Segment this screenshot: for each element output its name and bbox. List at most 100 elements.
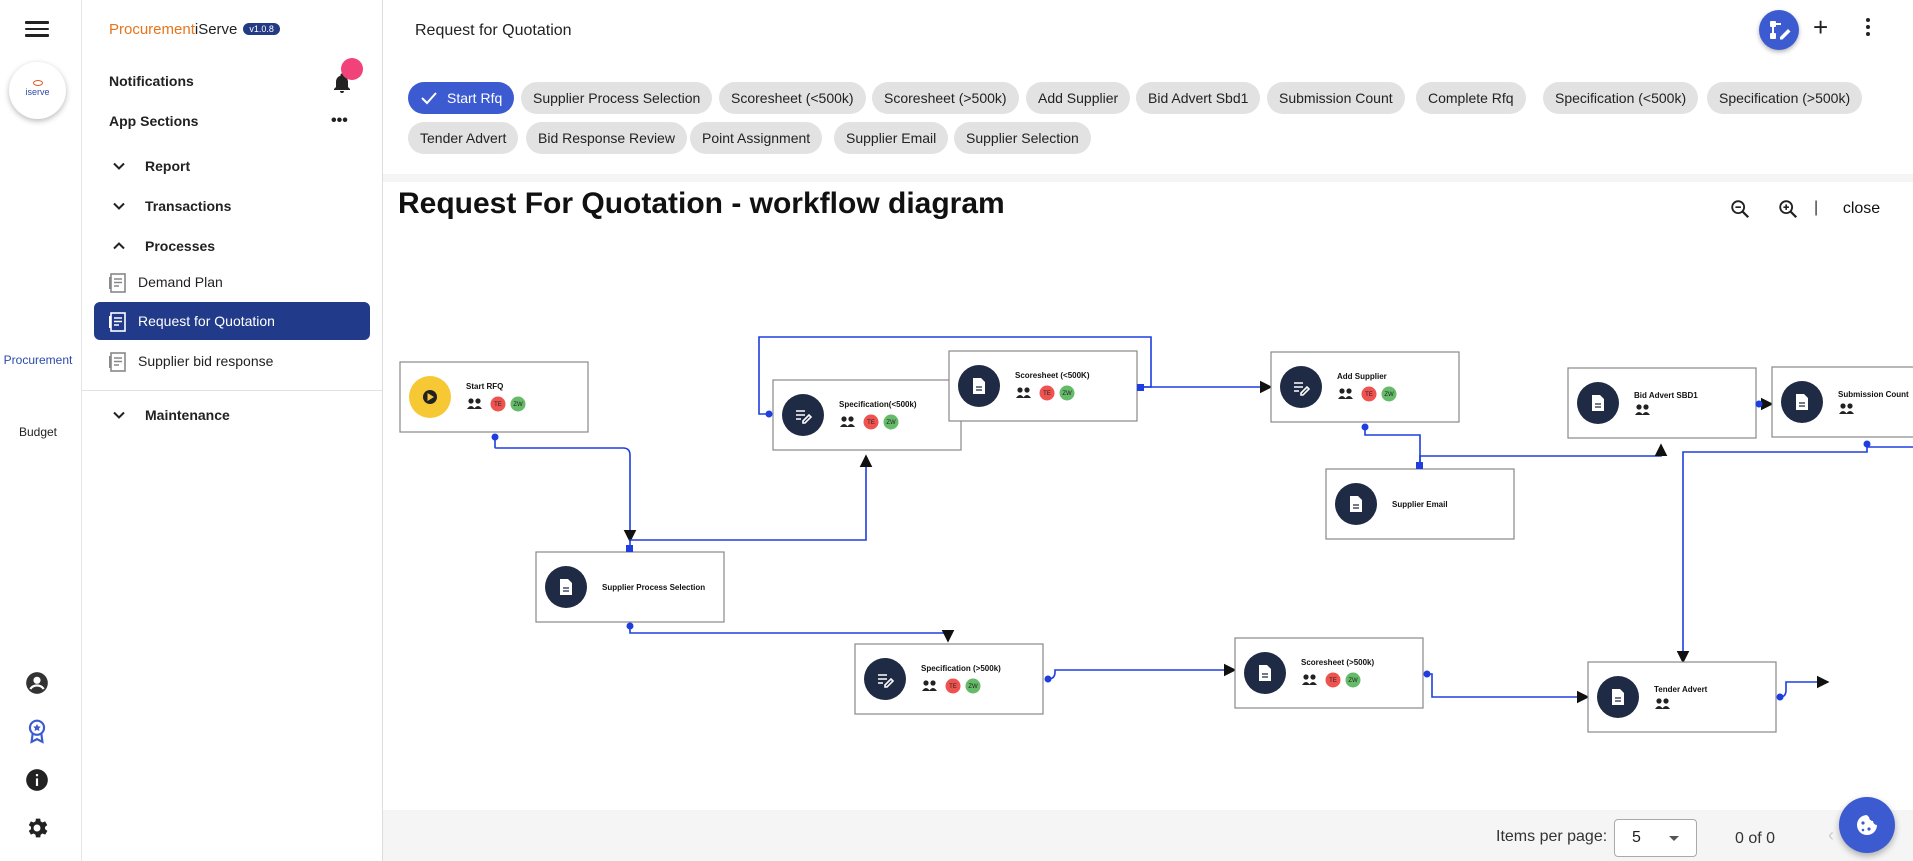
edge-scoresheet-gt-to-tender-advert (1427, 673, 1590, 704)
menu-icon[interactable] (22, 17, 52, 43)
edge-supplier-process-to-spec-lt (629, 454, 873, 548)
award-icon[interactable] (24, 718, 50, 744)
assignee-avatar (883, 414, 899, 430)
page-range-label: 0 of 0 (1735, 830, 1776, 847)
chip-supplier-email[interactable]: Supplier Email (834, 122, 949, 154)
workflow-node[interactable]: Supplier Email (1325, 468, 1515, 540)
edit-list-icon (796, 410, 813, 424)
workflow-node[interactable]: Submission Count (1771, 366, 1913, 438)
zoom-in-icon[interactable] (1777, 198, 1799, 220)
rail-link-procurement[interactable]: Procurement (3, 353, 73, 367)
node-label: Specification(<500k) (839, 400, 917, 409)
assignee-initials: TE (494, 402, 502, 408)
document-icon (1796, 394, 1808, 410)
app-logo[interactable]: iserve (9, 62, 66, 119)
port (1137, 384, 1144, 391)
chevron-up-icon (113, 242, 125, 250)
zoom-out-icon[interactable] (1729, 198, 1751, 220)
assignee-initials: TE (949, 684, 957, 690)
chip-submission-count[interactable]: Submission Count (1267, 82, 1405, 114)
node-label: Bid Advert SBD1 (1634, 391, 1698, 400)
brand-part-iserve: iServe (194, 21, 238, 38)
edge-spec-gt-to-scoresheet-gt (1047, 663, 1237, 680)
section-report[interactable]: Report (82, 151, 382, 181)
people-icon (1635, 404, 1650, 415)
rail-link-budget[interactable]: Budget (18, 425, 58, 439)
more-vert-icon[interactable] (1865, 18, 1871, 38)
port (765, 410, 773, 418)
settings-gear-icon[interactable] (24, 815, 50, 841)
section-label: Report (145, 158, 191, 174)
check-icon (421, 92, 437, 105)
chip-complete-rfq[interactable]: Complete Rfq (1416, 82, 1526, 114)
items-per-page-label: Items per page: (1496, 828, 1608, 845)
nav-item-supplier-bid-response[interactable]: Supplier bid response (94, 342, 370, 380)
chip-scoresheet-lt-500k[interactable]: Scoresheet (<500k) (719, 82, 866, 114)
edge-submission-count-out (1866, 444, 1913, 448)
info-icon[interactable] (24, 767, 50, 793)
port (626, 622, 634, 630)
section-transactions[interactable]: Transactions (82, 191, 382, 221)
toolbar-separator: | (1814, 199, 1819, 216)
chip-bid-advert-sbd1[interactable]: Bid Advert Sbd1 (1136, 82, 1261, 114)
assignee-avatar (945, 678, 961, 694)
chip-start-rfq[interactable]: Start Rfq (408, 82, 515, 114)
sidebar-divider (82, 390, 382, 391)
nav-item-demand-plan[interactable]: Demand Plan (94, 263, 370, 301)
chip-label: Start Rfq (447, 90, 503, 106)
chip-add-supplier[interactable]: Add Supplier (1026, 82, 1131, 114)
edge-submission-count-to-tender-advert (1676, 444, 1868, 664)
workflow-node[interactable]: Supplier Process Selection (535, 551, 725, 623)
nav-item-request-for-quotation[interactable]: Request for Quotation (94, 302, 370, 340)
workflow-node[interactable]: Tender Advert (1587, 661, 1777, 733)
chip-supplier-process-selection[interactable]: Supplier Process Selection (521, 82, 713, 114)
notifications-label[interactable]: Notifications (109, 73, 194, 89)
section-label: Maintenance (145, 407, 230, 423)
assignee-initials: TE (1043, 391, 1051, 397)
chip-scoresheet-gt-500k[interactable]: Scoresheet (>500k) (872, 82, 1019, 114)
chip-specification-lt-500k[interactable]: Specification (<500k) (1543, 82, 1699, 114)
account-circle-icon[interactable] (24, 670, 50, 696)
cookie-settings-button[interactable] (1839, 797, 1895, 853)
section-processes[interactable]: Processes (82, 231, 382, 261)
app-rail: iserve Procurement Budget (0, 0, 82, 861)
node-label: Supplier Process Selection (602, 583, 705, 592)
people-icon (1655, 698, 1670, 709)
workflow-node[interactable]: Bid Advert SBD1 (1567, 367, 1757, 439)
chevron-down-icon (113, 162, 125, 170)
chip-bid-response-review[interactable]: Bid Response Review (526, 122, 687, 154)
previous-page-icon[interactable]: ‹ (1828, 825, 1834, 845)
workflow-edit-button[interactable] (1759, 10, 1799, 50)
document-icon (973, 378, 985, 394)
port (1863, 440, 1871, 448)
chip-specification-gt-500k[interactable]: Specification (>500k) (1707, 82, 1863, 114)
diagram-ports (491, 384, 1871, 701)
workflow-edit-icon (1770, 21, 1791, 40)
chip-tender-advert[interactable]: Tender Advert (408, 122, 519, 154)
close-button[interactable]: close (1825, 192, 1898, 226)
more-horiz-icon[interactable]: ••• (331, 112, 348, 129)
section-maintenance[interactable]: Maintenance (82, 400, 382, 430)
paginator: Items per page: 5 0 of 0 ‹ (383, 797, 1913, 861)
chip-point-assignment[interactable]: Point Assignment (690, 122, 823, 154)
assignee-avatar (1345, 672, 1361, 688)
add-icon[interactable]: + (1813, 12, 1829, 42)
items-per-page-select[interactable]: 5 (1614, 819, 1697, 857)
assignee-initials: ZW (1348, 678, 1358, 684)
edge-add-supplier-to-supplier-email (1364, 427, 1421, 464)
step-chip-list: Start Rfq Supplier Process Selection Sco… (383, 62, 1913, 174)
chip-supplier-selection[interactable]: Supplier Selection (954, 122, 1091, 154)
assignee-initials: ZW (886, 420, 896, 426)
people-icon (922, 680, 937, 691)
logo-text: iserve (25, 87, 50, 97)
node-label: Add Supplier (1337, 372, 1387, 381)
